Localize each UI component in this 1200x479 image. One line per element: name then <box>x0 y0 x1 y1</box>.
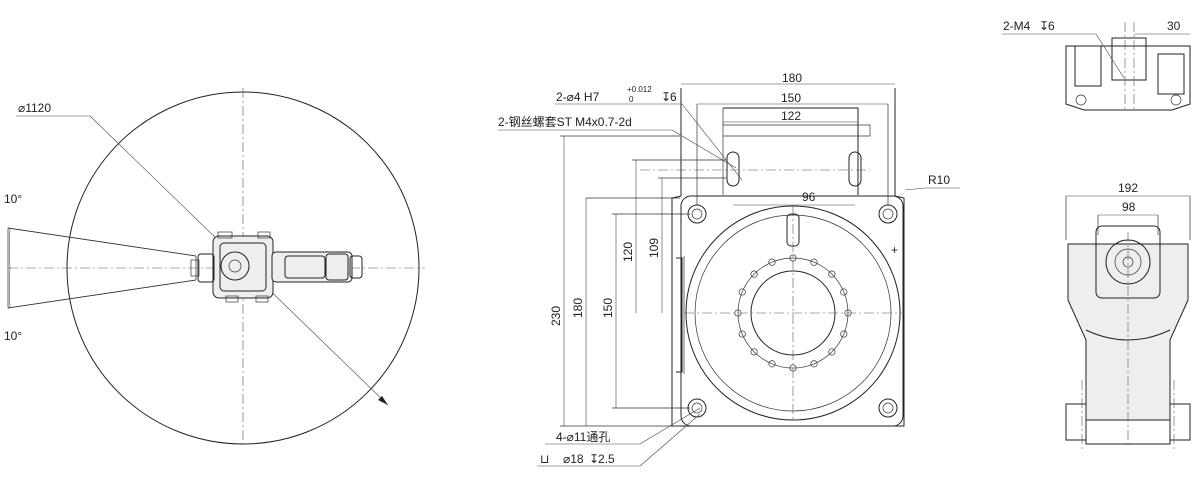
counterbore-depth-symbol: ↧ <box>589 452 599 466</box>
dim-150-vert: 150 <box>601 298 615 318</box>
slot-right <box>848 151 862 187</box>
flange-bolt-hole <box>750 270 758 278</box>
slot-left <box>726 151 740 187</box>
flange-bolt-hole <box>738 330 746 338</box>
thread-callout: 2-M4 <box>1003 19 1031 33</box>
dim-192: 192 <box>1118 181 1138 195</box>
flange-bolt-hole <box>840 330 848 338</box>
flange-bolt-hole <box>738 288 746 296</box>
dim-180-vert: 180 <box>571 298 585 318</box>
flange-bolt-hole <box>768 360 776 368</box>
dim-230: 230 <box>549 306 563 326</box>
flange-bolt-hole <box>768 258 776 266</box>
dim-180-top: 180 <box>782 71 802 85</box>
dim-122: 122 <box>781 109 801 123</box>
base-plate-outline <box>671 88 905 427</box>
reach-diameter-label: ⌀1120 <box>18 101 51 115</box>
pin-hole-callout: 2-⌀4 H7 <box>556 90 600 104</box>
insert-callout: 2-钢丝螺套ST M4x0.7-2d <box>498 115 632 129</box>
offset-label: 30 <box>1167 19 1181 33</box>
side-view-bottom: 192 98 <box>1065 181 1191 450</box>
dim-109: 109 <box>647 238 661 258</box>
dim-150-top: 150 <box>781 91 801 105</box>
side-view-top: 2-M4 ↧ 6 30 <box>1002 19 1191 112</box>
thread-depth: 6 <box>1048 19 1055 33</box>
angle-upper-label: 10° <box>4 192 22 206</box>
pin-hole-tol-lower: 0 <box>629 95 634 104</box>
pin-hole-tol-upper: +0.012 <box>627 85 652 94</box>
radius-label: R10 <box>928 173 950 187</box>
flange-bolt-hole <box>828 348 836 356</box>
pin-hole-depth: 6 <box>670 90 677 104</box>
robot-arm-top <box>190 231 363 303</box>
flange-bolt-hole <box>810 258 818 266</box>
flange-bolt-hole <box>750 348 758 356</box>
mount-hole-callout: 4-⌀11通孔 <box>556 430 610 444</box>
svg-text:+: + <box>891 243 898 257</box>
dim-120: 120 <box>621 242 635 262</box>
dim-96: 96 <box>802 190 816 204</box>
pin-hole-depth-symbol: ↧ <box>661 90 671 104</box>
counterbore-depth: 2.5 <box>598 452 615 466</box>
counterbore-symbol: ⊔ <box>540 452 549 466</box>
dim-98: 98 <box>1122 200 1136 214</box>
counterbore-callout: ⌀18 <box>563 452 584 466</box>
flange-bolt-hole <box>828 270 836 278</box>
mount-holes <box>687 204 898 418</box>
thread-depth-symbol: ↧ <box>1039 19 1049 33</box>
flange-bolt-hole <box>810 360 818 368</box>
base-view: + 180 150 122 96 230 180 150 120 109 R <box>498 71 960 467</box>
flange-bolt-hole <box>840 288 848 296</box>
angle-lower-label: 10° <box>4 329 22 343</box>
top-view: 10° 10° ⌀1120 <box>4 88 425 446</box>
